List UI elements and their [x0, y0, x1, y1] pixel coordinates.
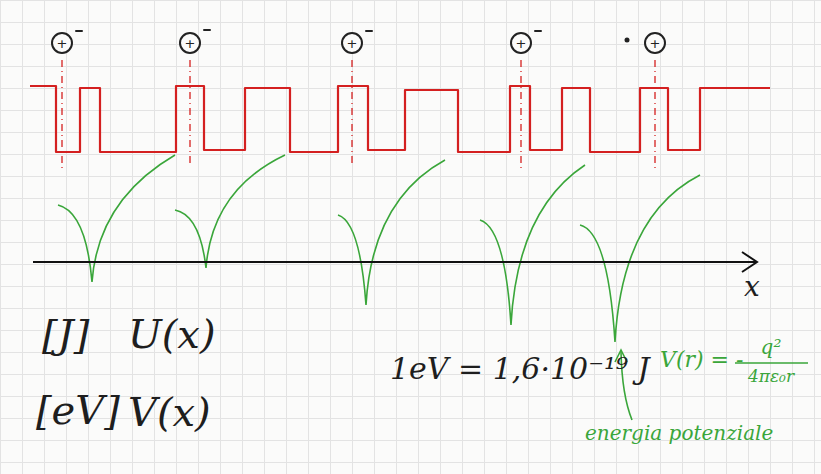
function-label: V(x): [128, 390, 211, 434]
axis-label: x: [744, 272, 760, 303]
ion-circle: +: [51, 32, 73, 54]
function-label: U(x): [128, 312, 215, 356]
x-axis: [33, 252, 757, 272]
conversion-note: 1eV = 1,6·10⁻¹⁹ J: [390, 352, 650, 385]
formula-denominator: 4πε₀r: [748, 367, 794, 386]
ion-charge: +: [650, 37, 661, 50]
ion-circle: +: [644, 32, 666, 54]
formula-numerator: q²: [761, 336, 782, 358]
ion-axis-lines: [62, 60, 655, 170]
unit-label: [J]: [42, 312, 89, 356]
ion-charge: +: [347, 37, 358, 50]
ion-circle: +: [510, 32, 532, 54]
formula-text: V(r) = -: [660, 348, 743, 372]
ion-charge: +: [516, 37, 527, 50]
unit-label: [eV]: [36, 388, 120, 432]
ion-circle: +: [341, 32, 363, 54]
ion-circle: +: [179, 32, 201, 54]
ion-charge: +: [57, 37, 68, 50]
square-well-potential: [30, 86, 770, 152]
note-label: energia potenziale: [585, 422, 773, 444]
ion-charge: +: [185, 37, 196, 50]
